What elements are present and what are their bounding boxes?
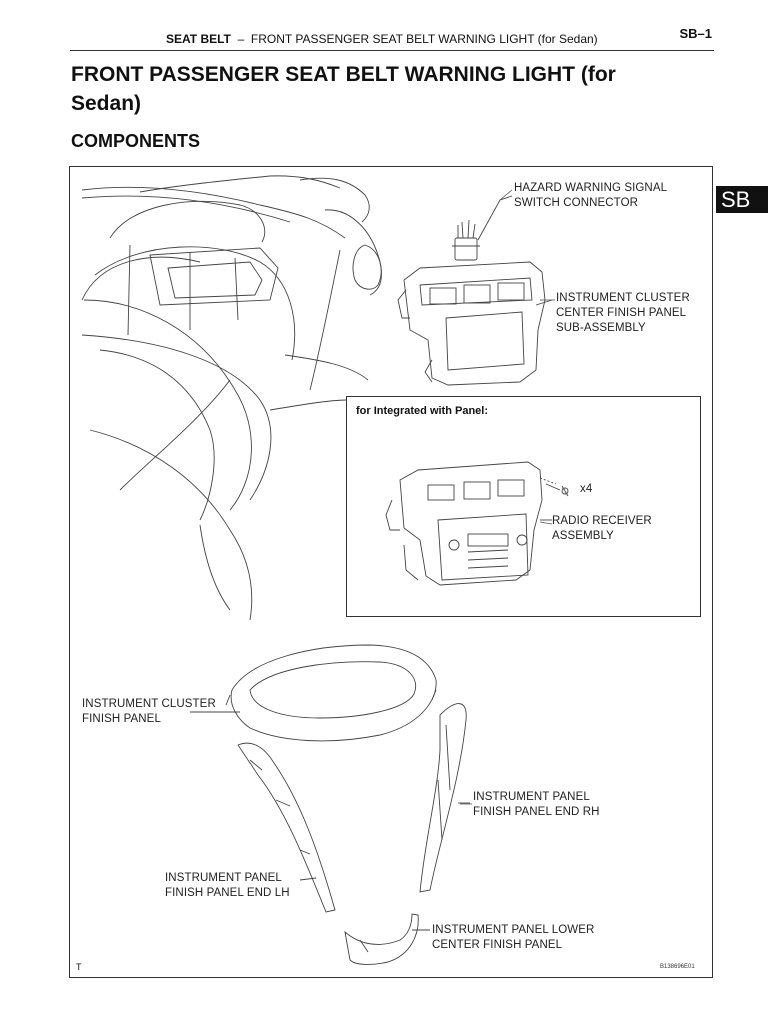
label-quantity: x4 (580, 483, 593, 495)
finish-panel-end-rh (419, 703, 470, 893)
section-title: COMPONENTS (71, 131, 201, 151)
header-subtitle: FRONT PASSENGER SEAT BELT WARNING LIGHT … (250, 32, 598, 46)
header-section: SEAT BELT (166, 32, 231, 46)
section-tab: SB (716, 186, 768, 213)
page-number: SB–1 (679, 26, 712, 41)
finish-panel-end-lh (237, 742, 336, 913)
illustration-frame (69, 166, 713, 978)
lower-center-panel (344, 913, 430, 965)
page-header: SEAT BELT – FRONT PASSENGER SEAT BELT WA… (0, 26, 768, 50)
figure-code: B138696E01 (660, 964, 695, 970)
inset-box (346, 396, 701, 617)
footer-left: T (76, 962, 82, 972)
header-separator: – (237, 32, 245, 46)
header-breadcrumb: SEAT BELT – FRONT PASSENGER SEAT BELT WA… (166, 32, 598, 46)
dashboard-outline (81, 175, 382, 621)
hazard-connector (452, 195, 513, 261)
inset-title: for Integrated with Panel: (356, 405, 489, 417)
leader-lines (460, 189, 555, 805)
cluster-finish-panel (190, 644, 437, 742)
page-title: FRONT PASSENGER SEAT BELT WARNING LIGHT … (71, 63, 616, 115)
header-rule (70, 50, 714, 51)
center-finish-panel (397, 261, 553, 386)
inset-radio-panel (385, 461, 569, 586)
